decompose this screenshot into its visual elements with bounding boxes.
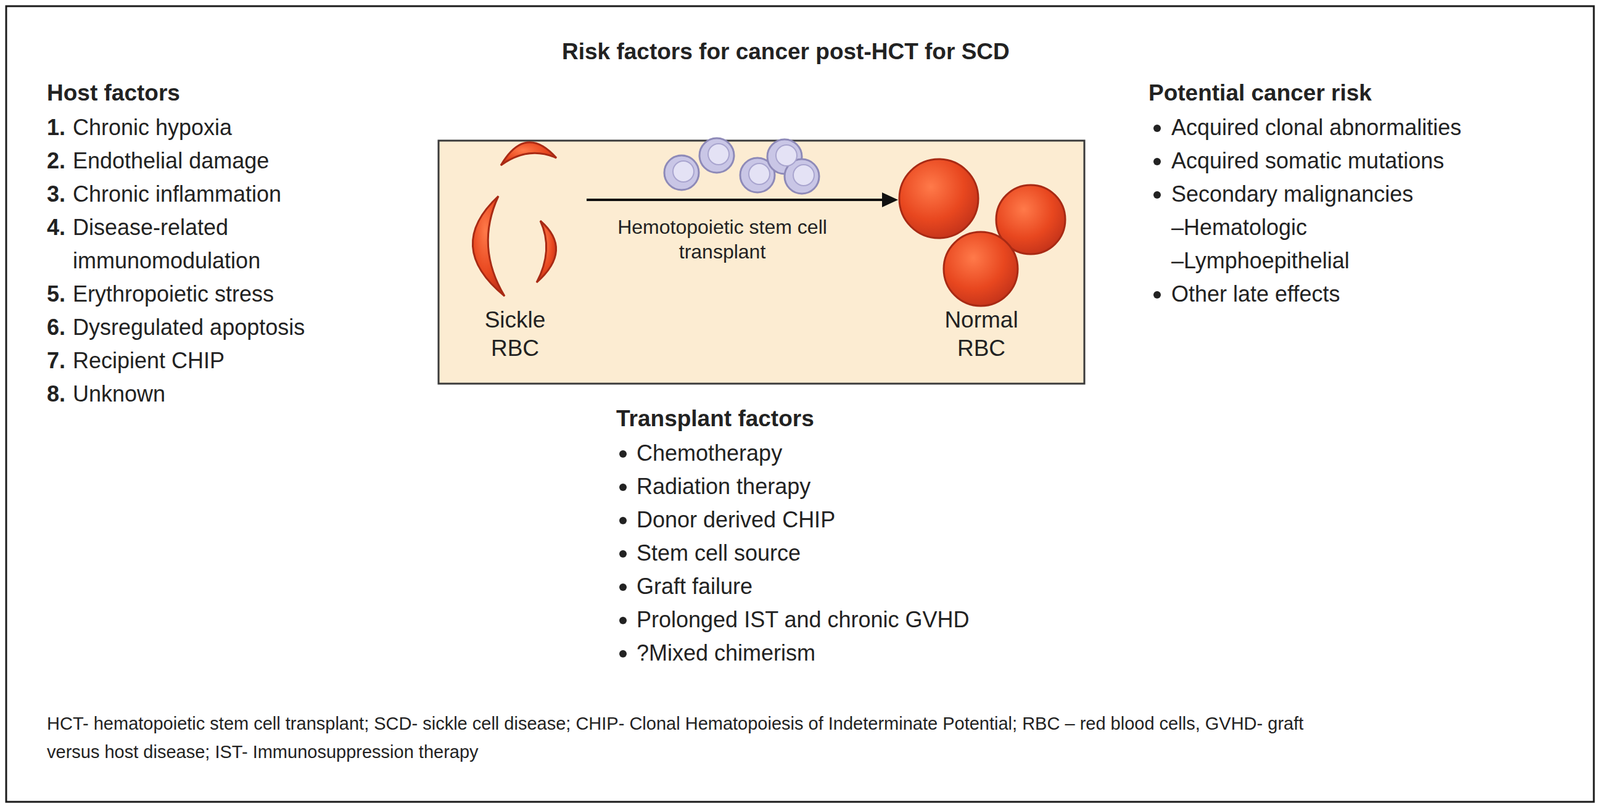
list-item: Acquired somatic mutations [1171, 144, 1444, 178]
bullet-dot [619, 483, 627, 491]
bullet-dot [619, 450, 627, 458]
list-item: Erythropoietic stress [72, 277, 274, 311]
bullet-dot [1153, 191, 1161, 199]
bullet-dot [619, 550, 627, 558]
bullet-dot [1153, 124, 1161, 132]
footnote-caption: HCT- hematopoietic stem cell transplant;… [46, 709, 1343, 767]
list-number: 2. [46, 144, 66, 178]
list-item: Endothelial damage [72, 144, 269, 178]
sickle-cells [472, 142, 557, 297]
list-item: Secondary malignancies [1171, 177, 1414, 211]
list-number: 7. [46, 344, 66, 378]
sub-item: –Hematologic [1171, 210, 1308, 245]
list-item: Graft failure [636, 569, 753, 604]
section-heading: Host factors [46, 76, 181, 110]
arrow-head [882, 192, 899, 208]
bullet-marks [619, 124, 1161, 658]
list-item: Chronic inflammation [72, 177, 282, 211]
bullet-dot [619, 516, 627, 525]
list-item: Prolonged IST and chronic GVHD [636, 603, 970, 637]
list-item: Stem cell source [636, 536, 801, 570]
sub-item: –Lymphoepithelial [1171, 244, 1350, 278]
list-item: ?Mixed chimerism [636, 636, 816, 670]
list-item: Chronic hypoxia [72, 111, 232, 145]
section-heading: Transplant factors [616, 402, 815, 436]
panel-background [438, 140, 1085, 384]
cell-label: Normal RBC [928, 305, 1034, 363]
cell-label: Sickle RBC [462, 305, 568, 363]
list-number: 3. [46, 177, 66, 211]
diagram-title: Risk factors for cancer post-HCT for SCD [561, 35, 1010, 69]
list-number: 8. [46, 377, 66, 411]
list-item: Chemotherapy [636, 436, 783, 471]
cell-group: Sickle RBC [468, 148, 583, 358]
list-item: Dysregulated apoptosis [72, 310, 305, 345]
list-item: Donor derived CHIP [636, 503, 836, 537]
stem-cell-nuclei [672, 143, 815, 186]
section-heading: Potential cancer risk [1148, 76, 1372, 110]
list-item: Radiation therapy [636, 470, 811, 504]
bullet-dot [619, 616, 627, 625]
list-number: 6. [46, 310, 66, 345]
list-item: Acquired clonal abnormalities [1171, 111, 1462, 145]
bullet-dot [619, 650, 627, 658]
stem-cells [664, 138, 820, 194]
cell-group: Normal RBC [900, 148, 1068, 358]
list-number: 1. [46, 111, 66, 145]
normal-cells [899, 159, 1066, 306]
list-item: Other late effects [1171, 277, 1340, 311]
outer-frame [6, 6, 1594, 802]
transplant-arrow [586, 192, 899, 208]
list-number: 5. [46, 277, 66, 311]
arrow-shaft [586, 198, 885, 202]
list-number: 4. [46, 210, 66, 245]
list-item: Disease-related immunomodulation [72, 210, 363, 278]
panel-box: Hemotopoietic stem cell transplantSickle… [438, 140, 1085, 384]
bullet-dot [1153, 157, 1161, 166]
list-item: Recipient CHIP [72, 344, 225, 378]
transplant-label: Hemotopoietic stem cell transplant [614, 214, 831, 264]
list-item: Unknown [72, 377, 166, 411]
bullet-dot [619, 583, 627, 591]
bullet-dot [1153, 291, 1161, 299]
